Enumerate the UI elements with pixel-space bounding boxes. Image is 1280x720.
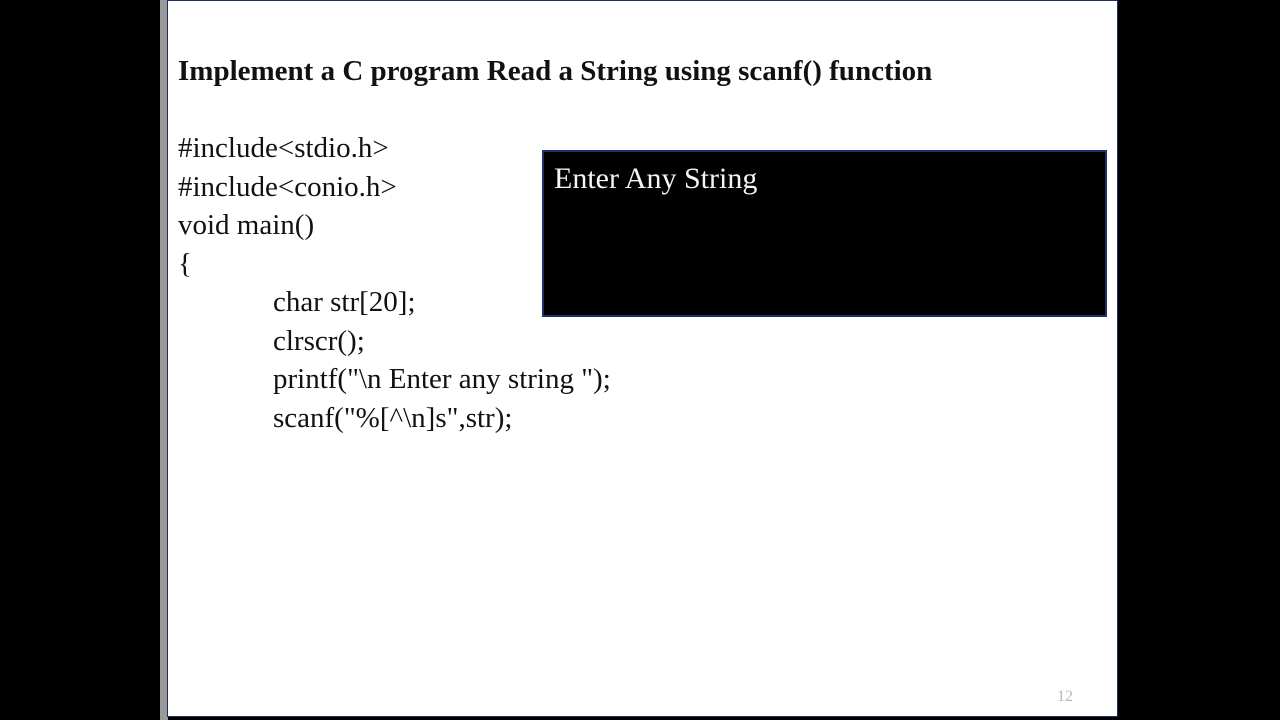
code-line: scanf("%[^\n]s",str); — [273, 401, 513, 434]
page-number: 12 — [1057, 688, 1073, 705]
code-line: char str[20]; — [273, 286, 416, 318]
console-output-text: Enter Any String — [554, 162, 758, 195]
code-line: printf("\n Enter any string "); — [273, 363, 611, 395]
code-line: #include<conio.h> — [178, 170, 397, 203]
code-line: clrscr(); — [273, 324, 365, 357]
code-line: #include<stdio.h> — [178, 132, 389, 164]
code-block: #include<stdio.h> #include<conio.h> void… — [178, 129, 611, 437]
slide: Implement a C program Read a String usin… — [167, 0, 1118, 717]
code-line: { — [178, 247, 192, 280]
slide-title: Implement a C program Read a String usin… — [178, 55, 933, 87]
code-line: void main() — [178, 209, 315, 241]
console-output-box: Enter Any String — [542, 150, 1107, 317]
left-edge-strip — [160, 0, 168, 720]
